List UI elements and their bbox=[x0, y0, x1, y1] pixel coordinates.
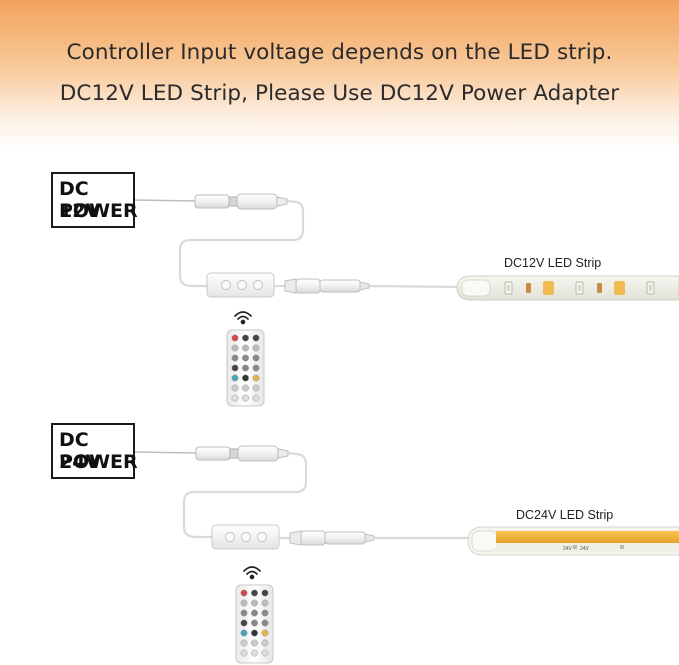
remote-button bbox=[240, 619, 248, 627]
remote-button bbox=[240, 589, 248, 597]
controller-button bbox=[237, 280, 247, 290]
headline-line-2: DC12V LED Strip, Please Use DC12V Power … bbox=[59, 81, 620, 106]
controller-input-cable-12v bbox=[178, 199, 305, 288]
remote-button bbox=[261, 629, 269, 637]
cob-emitter bbox=[496, 531, 679, 543]
remote-button bbox=[251, 619, 258, 627]
remote-button bbox=[261, 649, 269, 657]
remote-button bbox=[231, 344, 239, 352]
remote-24v bbox=[235, 566, 274, 664]
remote-button bbox=[242, 344, 249, 352]
led-chips-12v bbox=[504, 281, 655, 295]
dc-jack-female-12v bbox=[236, 193, 288, 210]
remote-button bbox=[251, 629, 258, 637]
controller-24v bbox=[211, 524, 280, 550]
remote-button bbox=[252, 384, 260, 392]
remote-button bbox=[252, 364, 260, 372]
remote-button bbox=[251, 589, 258, 597]
wifi-signal-icon bbox=[243, 566, 261, 580]
remote-button bbox=[242, 374, 249, 382]
resistor bbox=[597, 283, 602, 293]
dc-jack-female-24v bbox=[237, 445, 289, 462]
remote-button bbox=[261, 639, 269, 647]
led-chip-core bbox=[649, 285, 652, 291]
power-voltage-label: DC 12V bbox=[59, 178, 101, 222]
remote-button bbox=[231, 384, 239, 392]
remote-button bbox=[251, 639, 258, 647]
output-plug-24v bbox=[289, 530, 375, 546]
remote-button bbox=[252, 374, 260, 382]
remote-button bbox=[252, 334, 260, 342]
led-strip-24v: 24V 24V bbox=[467, 526, 679, 556]
header-banner bbox=[0, 0, 679, 150]
remote-button bbox=[231, 364, 239, 372]
remote-button bbox=[242, 354, 249, 362]
solder-pad bbox=[614, 281, 625, 295]
power-word-label: POWER bbox=[59, 200, 138, 222]
resistor bbox=[526, 283, 531, 293]
remote-button bbox=[251, 649, 258, 657]
remote-button bbox=[252, 354, 260, 362]
strip-print: 24V bbox=[563, 546, 573, 552]
remote-button bbox=[242, 394, 249, 402]
strip-cable-12v bbox=[368, 284, 463, 289]
remote-button bbox=[251, 609, 258, 617]
dc-plug-male-12v bbox=[194, 194, 238, 209]
strip-print: 24V bbox=[580, 546, 590, 552]
remote-button bbox=[240, 639, 248, 647]
power-voltage-label: DC 24V bbox=[59, 429, 101, 473]
remote-button bbox=[261, 609, 269, 617]
headline-line-1: Controller Input voltage depends on the … bbox=[66, 40, 613, 65]
set-24v: 24V 24V bbox=[134, 445, 679, 556]
wifi-signal-icon bbox=[234, 311, 252, 325]
remote-button bbox=[261, 619, 269, 627]
controller-button bbox=[225, 532, 235, 542]
remote-button bbox=[231, 354, 239, 362]
led-chip-core bbox=[507, 285, 510, 291]
remote-button bbox=[240, 599, 248, 607]
remote-button bbox=[251, 599, 258, 607]
remote-button bbox=[252, 344, 260, 352]
remote-button bbox=[242, 364, 249, 372]
remote-button bbox=[261, 589, 269, 597]
remote-button bbox=[240, 609, 248, 617]
dc-plug-male-24v bbox=[195, 446, 239, 461]
remote-button bbox=[242, 384, 249, 392]
led-strip-12v bbox=[456, 275, 679, 301]
power-box-24v: DC 24V POWER bbox=[51, 423, 138, 479]
remote-button bbox=[231, 334, 239, 342]
controller-button bbox=[221, 280, 231, 290]
controller-button bbox=[241, 532, 251, 542]
remote-button bbox=[240, 649, 248, 657]
controller-12v bbox=[206, 272, 275, 298]
remote-button bbox=[261, 599, 269, 607]
controller-button bbox=[257, 532, 267, 542]
power-word-label: POWER bbox=[59, 451, 138, 473]
controller-button bbox=[253, 280, 263, 290]
strip-label-24v: DC24V LED Strip bbox=[516, 508, 614, 522]
remote-button bbox=[252, 394, 260, 402]
solder-pad bbox=[543, 281, 554, 295]
power-box-12v: DC 12V POWER bbox=[51, 172, 138, 228]
remote-12v bbox=[226, 311, 265, 407]
remote-button bbox=[242, 334, 249, 342]
set-12v bbox=[134, 193, 679, 301]
remote-button bbox=[240, 629, 248, 637]
led-chip-core bbox=[578, 285, 581, 291]
remote-button bbox=[231, 374, 239, 382]
remote-button bbox=[231, 394, 239, 402]
output-plug-12v bbox=[284, 278, 370, 294]
power-cable-24v bbox=[134, 451, 197, 454]
controller-input-cable-24v bbox=[182, 451, 308, 539]
strip-label-12v: DC12V LED Strip bbox=[504, 256, 602, 270]
power-cable-12v bbox=[134, 199, 196, 202]
